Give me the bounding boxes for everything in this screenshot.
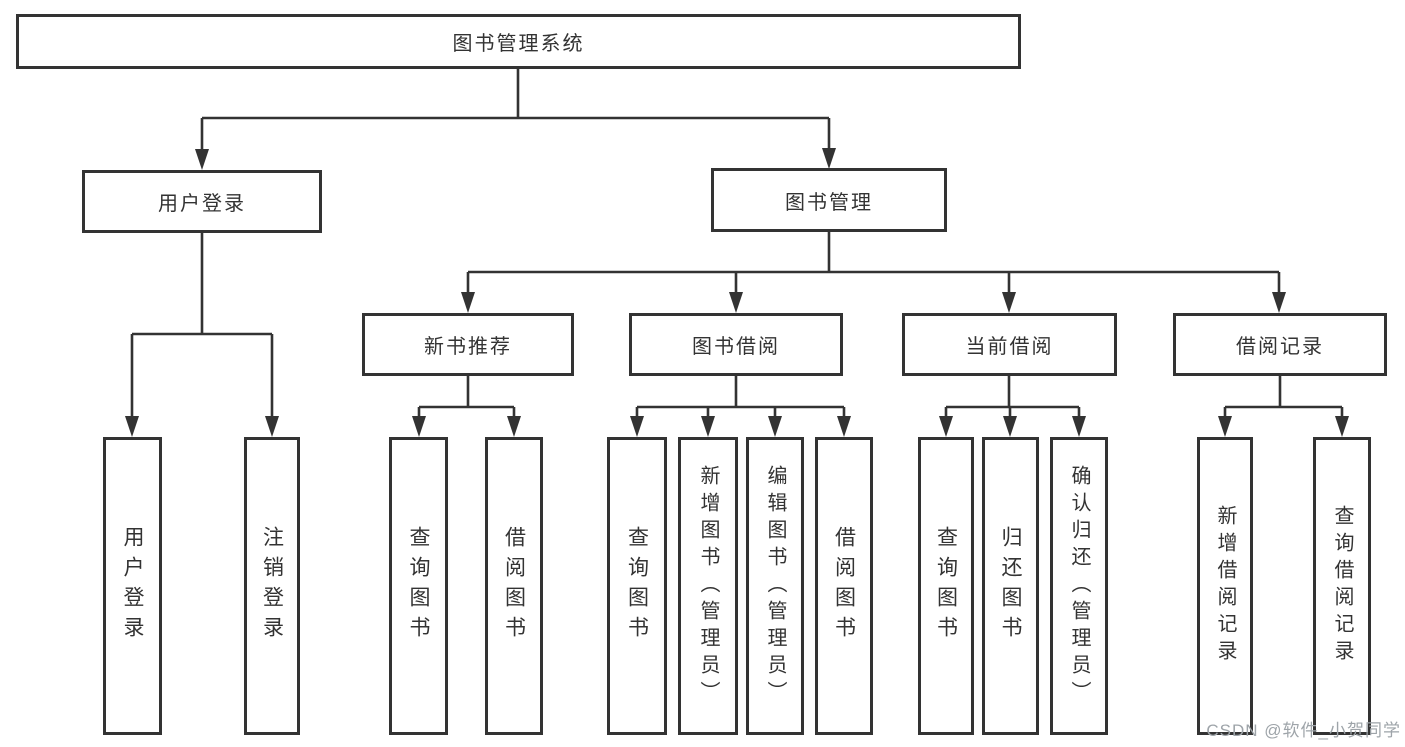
arrowhead-icon (1072, 416, 1086, 437)
connector-user-login-to-leaves (130, 233, 274, 419)
arrowheads (125, 148, 1349, 437)
node-cb-confirm-return-label: 确认归还（管理员） (1068, 464, 1090, 708)
connector-book-mgmt-to-level3 (466, 232, 1281, 294)
arrowhead-icon (195, 149, 209, 170)
node-nbr-query-books-label: 查询图书 (407, 526, 430, 646)
arrowhead-icon (461, 292, 475, 313)
node-cb-query-books-label: 查询图书 (934, 526, 958, 646)
arrowhead-icon (412, 416, 426, 437)
node-bb-borrow-books: 借阅图书 (815, 437, 873, 735)
node-nbr-query-books: 查询图书 (389, 437, 448, 735)
arrowhead-icon (507, 416, 521, 437)
node-user-login-label: 用户登录 (158, 193, 246, 215)
node-bb-query-books-label: 查询图书 (625, 526, 649, 646)
node-br-query-record: 查询借阅记录 (1313, 437, 1371, 735)
arrowhead-icon (125, 416, 139, 437)
connector-book-borrow-to-leaves (635, 376, 846, 419)
arrowhead-icon (822, 148, 836, 169)
node-nbr-borrow-books: 借阅图书 (485, 437, 543, 735)
arrowhead-icon (837, 416, 851, 437)
connector-borrow-records-to-leaves (1223, 376, 1344, 419)
connector-current-borrow-to-leaves (944, 376, 1081, 419)
node-leaf-user-login-label: 用户登录 (121, 526, 144, 646)
node-bb-query-books: 查询图书 (607, 437, 667, 735)
arrowhead-icon (729, 292, 743, 313)
arrowhead-icon (1002, 292, 1016, 313)
node-borrow-records-label: 借阅记录 (1236, 336, 1324, 358)
node-br-add-record: 新增借阅记录 (1197, 437, 1253, 735)
arrowhead-icon (1003, 416, 1017, 437)
node-br-add-record-label: 新增借阅记录 (1214, 505, 1236, 667)
arrowhead-icon (701, 416, 715, 437)
node-book-borrow: 图书借阅 (629, 313, 843, 376)
node-new-book-rec: 新书推荐 (362, 313, 574, 376)
node-br-query-record-label: 查询借阅记录 (1331, 505, 1353, 667)
arrowhead-icon (1218, 416, 1232, 437)
node-bb-edit-books: 编辑图书（管理员） (746, 437, 804, 735)
node-cb-query-books: 查询图书 (918, 437, 974, 735)
node-root: 图书管理系统 (16, 14, 1021, 69)
node-user-login: 用户登录 (82, 170, 322, 233)
node-book-borrow-label: 图书借阅 (692, 336, 780, 358)
node-cb-return-books-label: 归还图书 (999, 526, 1022, 646)
arrowhead-icon (265, 416, 279, 437)
node-leaf-user-login: 用户登录 (103, 437, 162, 735)
arrowhead-icon (630, 416, 644, 437)
node-nbr-borrow-books-label: 借阅图书 (502, 526, 526, 646)
node-new-book-rec-label: 新书推荐 (424, 336, 512, 358)
node-bb-borrow-books-label: 借阅图书 (832, 526, 856, 646)
node-borrow-records: 借阅记录 (1173, 313, 1387, 376)
node-bb-add-books: 新增图书（管理员） (678, 437, 738, 735)
node-leaf-logout: 注销登录 (244, 437, 300, 735)
csdn-watermark: CSDN @软件_小贺同学 (1206, 721, 1401, 740)
node-current-borrow: 当前借阅 (902, 313, 1117, 376)
node-cb-return-books: 归还图书 (982, 437, 1039, 735)
node-book-mgmt: 图书管理 (711, 168, 947, 232)
arrowhead-icon (939, 416, 953, 437)
node-cb-confirm-return: 确认归还（管理员） (1050, 437, 1108, 735)
node-book-mgmt-label: 图书管理 (785, 191, 873, 214)
node-bb-add-books-label: 新增图书（管理员） (697, 464, 719, 708)
connector-new-book-rec-to-leaves (417, 376, 516, 419)
arrowhead-icon (1335, 416, 1349, 437)
arrowhead-icon (768, 416, 782, 437)
arrowhead-icon (1272, 292, 1286, 313)
node-leaf-logout-label: 注销登录 (260, 526, 284, 646)
node-current-borrow-label: 当前借阅 (965, 336, 1054, 358)
node-root-label: 图书管理系统 (452, 33, 585, 55)
connector-root-to-level2 (200, 69, 831, 151)
node-bb-edit-books-label: 编辑图书（管理员） (764, 464, 786, 708)
